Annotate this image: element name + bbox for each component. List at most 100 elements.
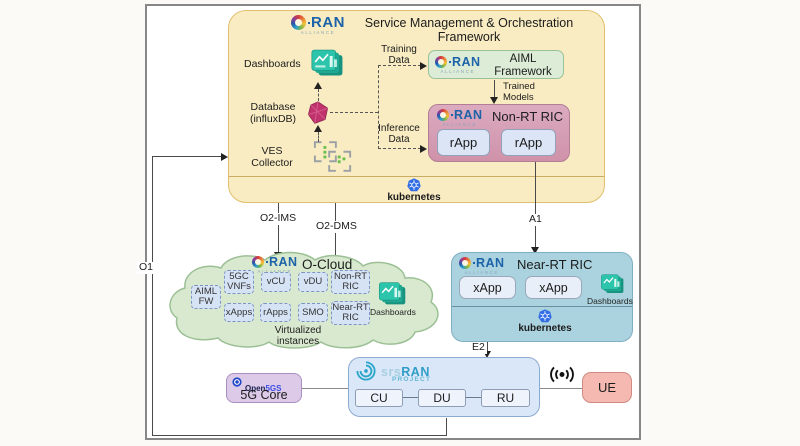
- srsran-ran-text: RAN: [401, 365, 430, 379]
- kubernetes-label: kubernetes: [387, 192, 441, 203]
- oran-ring-icon: [435, 56, 447, 69]
- oran-logo-text: RAN: [476, 256, 505, 270]
- srsran-project-text: PROJECT: [392, 376, 432, 383]
- training-data-line: [378, 65, 421, 66]
- ves-collector-label: VES Collector: [251, 145, 293, 169]
- open5gs-icon: [232, 377, 242, 387]
- nearrt-kubernetes-divider: [452, 306, 632, 307]
- vnf-aiml-fw: AIML FW: [191, 285, 221, 309]
- ves-to-db-arrowhead: [314, 125, 322, 132]
- oran-logo: RAN ALLIANCE: [437, 109, 483, 127]
- ue-label: UE: [597, 380, 617, 395]
- kubernetes-icon: [538, 309, 552, 323]
- oran-logo-row: RAN: [437, 109, 483, 122]
- rapp-label: rApp: [514, 135, 543, 150]
- near-rt-ric-title: Near-RT RIC: [517, 257, 593, 272]
- du-box: DU: [418, 389, 466, 407]
- vnf-xapps: xApps: [224, 303, 254, 322]
- oran-logo: RAN ALLIANCE: [252, 256, 298, 274]
- oran-ring-icon: [459, 257, 471, 270]
- e2-arrowhead: [483, 351, 491, 358]
- ran-to-ue-line: [540, 388, 582, 389]
- srsran-box: [348, 357, 540, 417]
- data-branch-vertical: [378, 65, 379, 149]
- vnf-label: xApps: [225, 306, 253, 318]
- dashboards-label: Dashboards: [370, 307, 416, 317]
- oran-logo-row: RAN: [252, 256, 298, 269]
- rapp-box: rApp: [437, 129, 490, 156]
- oran-logo-text: RAN: [454, 108, 483, 122]
- open5gs-open-text: Open: [245, 384, 266, 393]
- oran-logo-text: RAN: [269, 255, 298, 269]
- vnf-label: vCU: [266, 276, 286, 288]
- db-to-dashboards-arrowhead: [314, 82, 322, 89]
- vnf-label: AIML FW: [194, 286, 218, 307]
- db-to-dashboards-line: [318, 89, 319, 101]
- xapp-label: xApp: [539, 280, 568, 295]
- training-data-arrowhead: [420, 62, 427, 70]
- oran-ring-icon: [291, 15, 306, 30]
- oran-ring-icon: [437, 109, 449, 122]
- aiml-framework-box: [428, 50, 564, 79]
- e2-line: [487, 342, 488, 355]
- open5gs-5gs-text: 5GS: [265, 384, 282, 393]
- db-branch-line: [330, 112, 378, 113]
- o2-ims-label: O2-IMS: [258, 212, 299, 225]
- vnf-label: SMO: [302, 306, 324, 318]
- core-to-ran-line: [302, 388, 348, 389]
- virtualized-instances-caption: Virtualized instances: [274, 325, 322, 348]
- vnf-5gc: 5GC VNFs: [224, 270, 254, 294]
- dashboards-label: Dashboards: [244, 58, 301, 70]
- vnf-label: Near-RT RIC: [332, 302, 369, 323]
- vnf-label: vDU: [303, 276, 323, 288]
- oran-alliance-text: ALLIANCE: [464, 269, 500, 275]
- oran-dot-icon: [448, 61, 451, 64]
- smo-kubernetes-divider: [229, 176, 604, 177]
- inference-data-line: [378, 148, 421, 149]
- training-data-label: Training Data: [381, 44, 417, 67]
- dashboards-icon: [601, 274, 624, 293]
- ru-box: RU: [481, 389, 530, 407]
- vnf-label: rApps: [263, 306, 288, 318]
- trained-models-line: [494, 80, 495, 100]
- du-ru-link: [466, 397, 481, 398]
- vnf-non-rt-ric: Non-RT RIC: [331, 270, 370, 294]
- database-label: Database (influxDB): [249, 101, 297, 125]
- du-label: DU: [433, 391, 451, 405]
- oran-alliance-text: ALLIANCE: [440, 68, 476, 74]
- cu-du-link: [403, 397, 418, 398]
- dashboards-icon: [378, 282, 406, 305]
- kubernetes-icon: [407, 178, 421, 192]
- non-rt-ric-title: Non-RT RIC: [492, 109, 564, 124]
- dashboards-icon: [311, 49, 343, 76]
- o1-line-top: [152, 156, 223, 157]
- 5g-core-label: 5G Core: [240, 388, 288, 402]
- oran-logo: RAN ALLIANCE: [291, 15, 345, 36]
- oran-logo-row: RAN: [435, 56, 481, 69]
- o1-arrowhead: [221, 153, 228, 161]
- vnf-label: Non-RT RIC: [333, 271, 368, 292]
- o2-ims-line: [278, 203, 279, 255]
- o-cloud-title: O-Cloud: [302, 257, 353, 272]
- ru-label: RU: [496, 391, 515, 405]
- ves-collector-icon: [313, 141, 352, 172]
- e2-interface-label: E2: [470, 341, 487, 354]
- cu-box: CU: [355, 389, 403, 407]
- oran-alliance-text: ALLIANCE: [300, 30, 336, 35]
- xapp-box: xApp: [459, 276, 516, 299]
- antenna-icon: [550, 366, 574, 383]
- srsran-srs-text: srs: [381, 365, 402, 379]
- oran-dot-icon: [450, 114, 453, 117]
- a1-interface-label: A1: [527, 213, 544, 226]
- o1-line-riser: [446, 418, 447, 436]
- vnf-vdu: vDU: [298, 272, 328, 292]
- ue-box: UE: [582, 372, 632, 403]
- vnf-near-rt-ric: Near-RT RIC: [331, 301, 370, 325]
- trained-models-label: Trained Models: [503, 81, 535, 103]
- o2-dms-label: O2-DMS: [314, 220, 359, 233]
- inference-data-label: Inference Data: [378, 123, 420, 146]
- aiml-framework-title: AIML Framework: [494, 53, 552, 78]
- srsran-brand: srsRAN: [381, 363, 430, 381]
- o1-line-left: [152, 156, 153, 436]
- xapp-label: xApp: [473, 280, 502, 295]
